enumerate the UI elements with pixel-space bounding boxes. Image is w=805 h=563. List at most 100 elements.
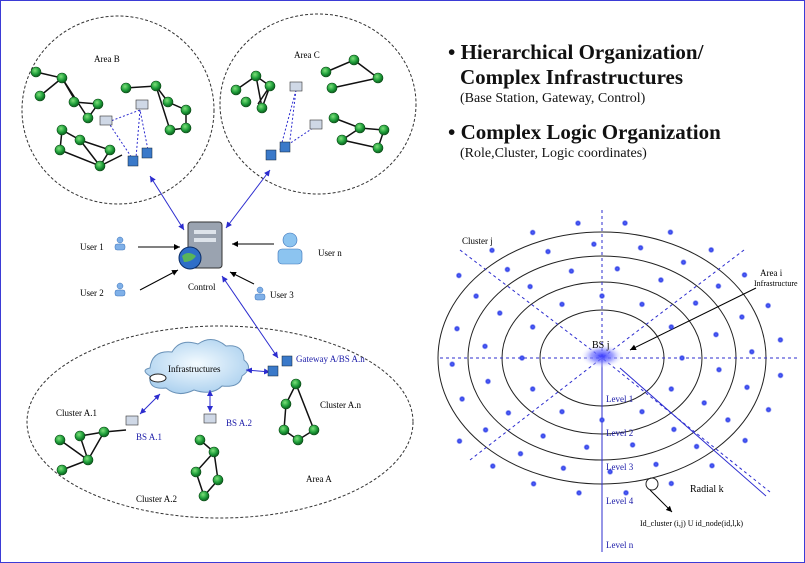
sensor-dot [670,426,678,433]
area-i-arrow [629,287,757,351]
sensor-dot [544,248,552,255]
link-control-gateway [221,275,279,359]
sensor-dot [558,408,566,415]
sensor-dot [668,385,675,393]
sensor-dot [590,241,598,248]
area-b-links [107,109,149,159]
sensor-dot [517,450,524,457]
area-a-label: Area A [306,474,332,484]
sensor-dot [568,267,575,275]
user-n-label: User n [318,248,342,258]
sensor-dot [606,468,614,475]
link-control-area-b [149,175,185,231]
radial-k-label: Radial k [690,484,724,495]
sensor-dot [484,378,492,385]
sensor-dot [481,343,489,350]
gateway-icon [265,149,277,161]
formula-label: Id_cluster (i,j) U id_node(id,l,k) [640,519,743,528]
sensor-dot [583,444,590,451]
sensor-dot [614,265,621,272]
sensor-dot [652,461,660,468]
sensor-dot [530,480,537,487]
sensor-dot [743,384,751,391]
computer-icon [135,99,149,110]
sensor-dot [558,301,566,308]
sensor-dot [637,244,644,251]
control-label: Control [188,282,216,292]
sensor-dot [518,354,526,362]
radial-lines [601,358,767,552]
sensor-dot [708,462,716,469]
sensor-dot [456,437,463,445]
user-2-label: User 2 [80,288,104,298]
sensor-dot [598,416,606,424]
level-1-label: Level 1 [606,394,633,404]
user-3-label: User 3 [270,290,294,300]
sensor-dot [765,406,772,413]
sensor-dot [738,313,746,321]
area-c-boundary [219,13,417,195]
sensor-dot [449,361,456,368]
gateway-icon [141,147,153,159]
node-marker [645,477,659,491]
area-i-label: Area i [760,268,783,278]
sensor-dot [574,220,582,227]
sensor-dot [598,292,606,300]
sensor-dot [701,399,708,407]
control-server-icon [178,221,223,270]
sensor-dot [764,302,772,309]
sensor-dot [638,301,646,308]
sensor-dot [504,266,511,273]
level-3-label: Level 3 [606,462,634,472]
bullet-subtext: (Base Station, Gateway, Control) [460,91,646,106]
sensor-dot [489,462,496,470]
sensor-dot [708,246,715,254]
sensor-dot [777,336,784,344]
sensor-dot [539,432,547,440]
bs-j-glow [580,344,624,368]
infrastructures-cloud [144,339,249,394]
area-a-nodes [54,378,320,502]
sensor-dot [622,489,630,496]
sensor-dot [638,408,646,415]
bs-j-label: BS j [592,340,610,351]
level-4-label: Level 4 [606,496,634,506]
sensor-dot [575,489,583,497]
sensor-dot [621,219,629,227]
computer-icon [289,81,303,92]
user-icon [114,236,266,301]
computer-icon [309,119,323,130]
arrow-user2-control [139,269,179,291]
bullet-list: • Hierarchical Organization/ Complex Inf… [448,40,798,163]
area-a-sensor-cluster [59,383,315,498]
sensor-dot [529,385,536,393]
sensor-dot [657,276,665,284]
bullet-heading: • Hierarchical Organization/ [448,40,704,64]
area-b-label: Area B [94,54,120,64]
user-1-label: User 1 [80,242,104,252]
gateway-icon [267,365,279,377]
area-b-nodes [30,66,192,172]
cluster-j-label: Cluster j [462,236,493,246]
sensor-dot [748,348,755,355]
area-c-nodes [230,54,390,154]
sensor-dot [692,299,699,307]
sensor-dot [693,443,700,450]
gateway-label: Gateway A/BS A.n [296,354,365,364]
bs-a1-label: BS A.1 [136,432,162,442]
bullet-heading-line2: Complex Infrastructures [460,65,684,89]
sensor-dot [529,229,536,236]
level-2-label: Level 2 [606,428,633,438]
bullet-heading: • Complex Logic Organization [448,120,721,144]
sensor-dot [526,283,534,290]
sensor-dot [505,409,512,417]
level-n-label: Level n [606,540,634,550]
bullet-item: • Hierarchical Organization/ Complex Inf… [448,40,798,108]
bullet-subtext: (Role,Cluster, Logic coordinates) [460,146,647,161]
bullet-item: • Complex Logic Organization (Role,Clust… [448,120,798,163]
computer-icon [125,415,139,426]
sensor-dot [458,395,466,403]
gateway-icon [279,141,291,153]
infrastructures-label: Infrastructures [168,364,221,374]
